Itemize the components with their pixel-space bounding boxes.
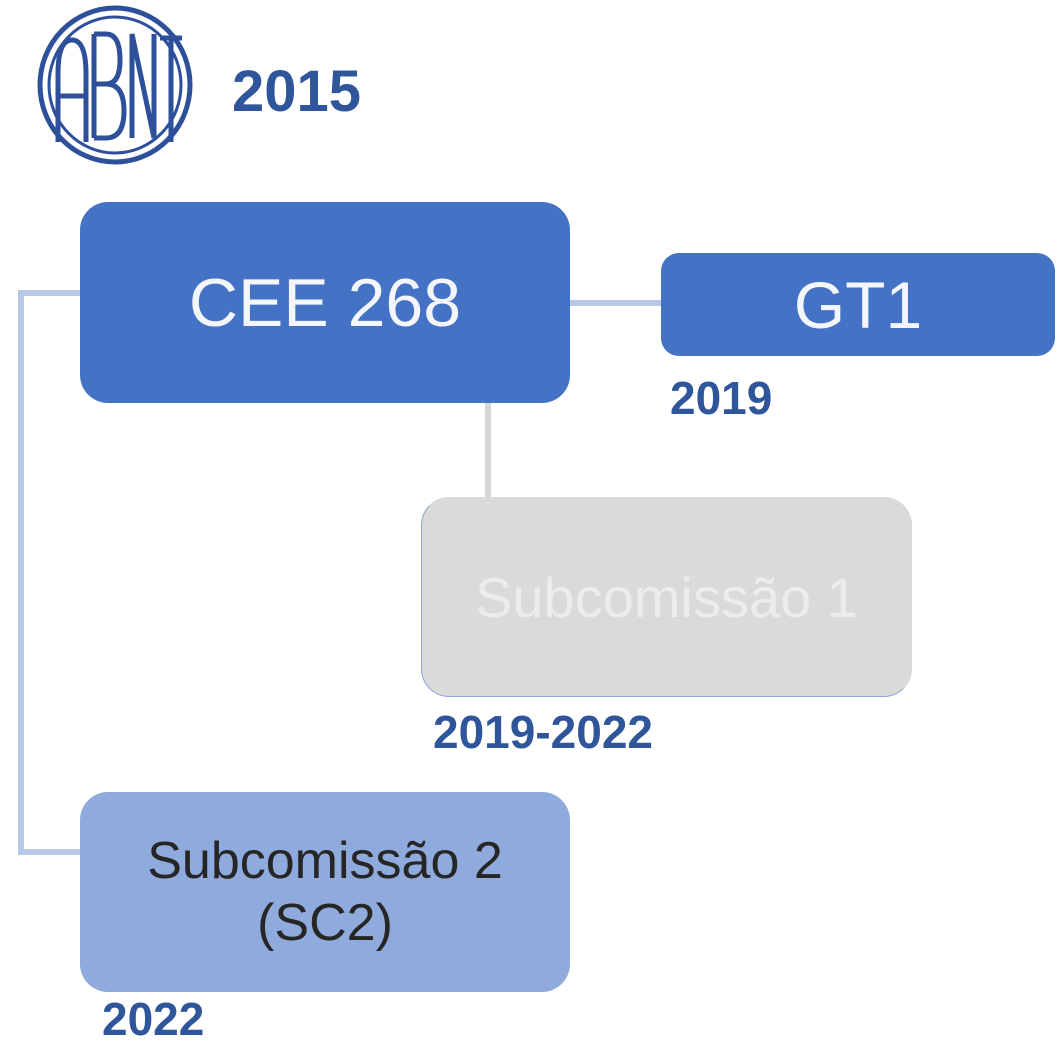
node-gt1: GT1	[661, 253, 1055, 356]
connector-left-vertical	[18, 290, 24, 855]
node-cee-268: CEE 268	[80, 202, 570, 403]
connector-cee-left-stub	[18, 290, 82, 296]
sc1-year: 2019-2022	[433, 706, 653, 758]
sc2-year: 2022	[102, 993, 205, 1045]
gt1-year: 2019	[670, 372, 773, 424]
connector-cee-sc1	[485, 403, 491, 497]
abnt-logo	[37, 5, 193, 165]
node-subcomissao-2: Subcomissão 2 (SC2)	[80, 792, 570, 992]
header-year: 2015	[232, 59, 362, 124]
node-subcomissao-1: Subcomissão 1	[421, 497, 912, 697]
connector-to-sc2	[18, 849, 82, 855]
connector-cee-gt1	[570, 300, 662, 306]
